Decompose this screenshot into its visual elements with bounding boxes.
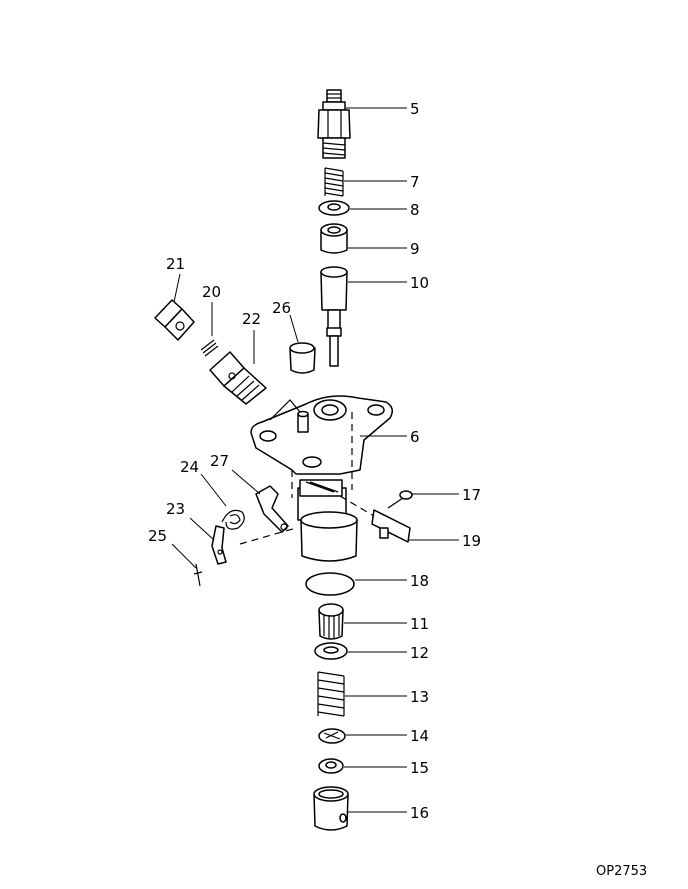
part-8-washer xyxy=(318,200,350,216)
part-16-tappet xyxy=(313,786,349,831)
figure-code: OP2753 xyxy=(596,864,647,879)
part-6-pump-body xyxy=(250,395,393,498)
callout-19: 19 xyxy=(462,532,481,550)
callout-21: 21 xyxy=(166,255,185,273)
callout-9: 9 xyxy=(410,240,420,258)
callout-15: 15 xyxy=(410,759,429,777)
part-10-plunger xyxy=(320,266,348,367)
callout-27: 27 xyxy=(210,452,229,470)
callout-26: 26 xyxy=(272,299,291,317)
part-13-spring xyxy=(317,671,345,717)
part-26-cap xyxy=(289,342,316,374)
part-27-lever xyxy=(255,485,289,533)
part-barrel-lower xyxy=(297,479,358,562)
callout-16: 16 xyxy=(410,804,429,822)
callout-6: 6 xyxy=(410,428,420,446)
part-15-washer xyxy=(318,758,344,774)
leader-lines xyxy=(171,107,459,813)
part-14-spring-seat xyxy=(318,728,346,744)
callout-11: 11 xyxy=(410,615,429,633)
part-18-o-ring xyxy=(305,572,355,596)
part-23-link xyxy=(211,525,227,565)
part-12-washer xyxy=(314,642,348,660)
part-19-rack xyxy=(339,495,411,543)
part-9-valve xyxy=(320,223,348,254)
callout-14: 14 xyxy=(410,727,429,745)
callout-25: 25 xyxy=(148,527,167,545)
callout-labels: 5 7 8 9 10 6 17 19 18 11 12 13 14 15 16 … xyxy=(148,100,647,879)
callout-5: 5 xyxy=(410,100,420,118)
callout-22: 22 xyxy=(242,310,261,328)
part-11-sleeve xyxy=(318,603,344,640)
callout-20: 20 xyxy=(202,283,221,301)
callout-13: 13 xyxy=(410,688,429,706)
callout-24: 24 xyxy=(180,458,199,476)
callout-8: 8 xyxy=(410,201,420,219)
callout-10: 10 xyxy=(410,274,429,292)
part-17-screw xyxy=(387,490,413,509)
callout-17: 17 xyxy=(462,486,481,504)
callout-7: 7 xyxy=(410,173,420,191)
part-22-bolt xyxy=(209,351,267,405)
callout-18: 18 xyxy=(410,572,429,590)
part-24-spring xyxy=(221,509,297,545)
callout-12: 12 xyxy=(410,644,429,662)
part-25-pin xyxy=(193,563,203,587)
part-7-spring xyxy=(324,167,344,197)
part-20-spring-pin xyxy=(200,339,219,357)
callout-23: 23 xyxy=(166,500,185,518)
part-21-bolt xyxy=(154,299,195,341)
part-5-delivery-valve-holder xyxy=(317,89,351,159)
